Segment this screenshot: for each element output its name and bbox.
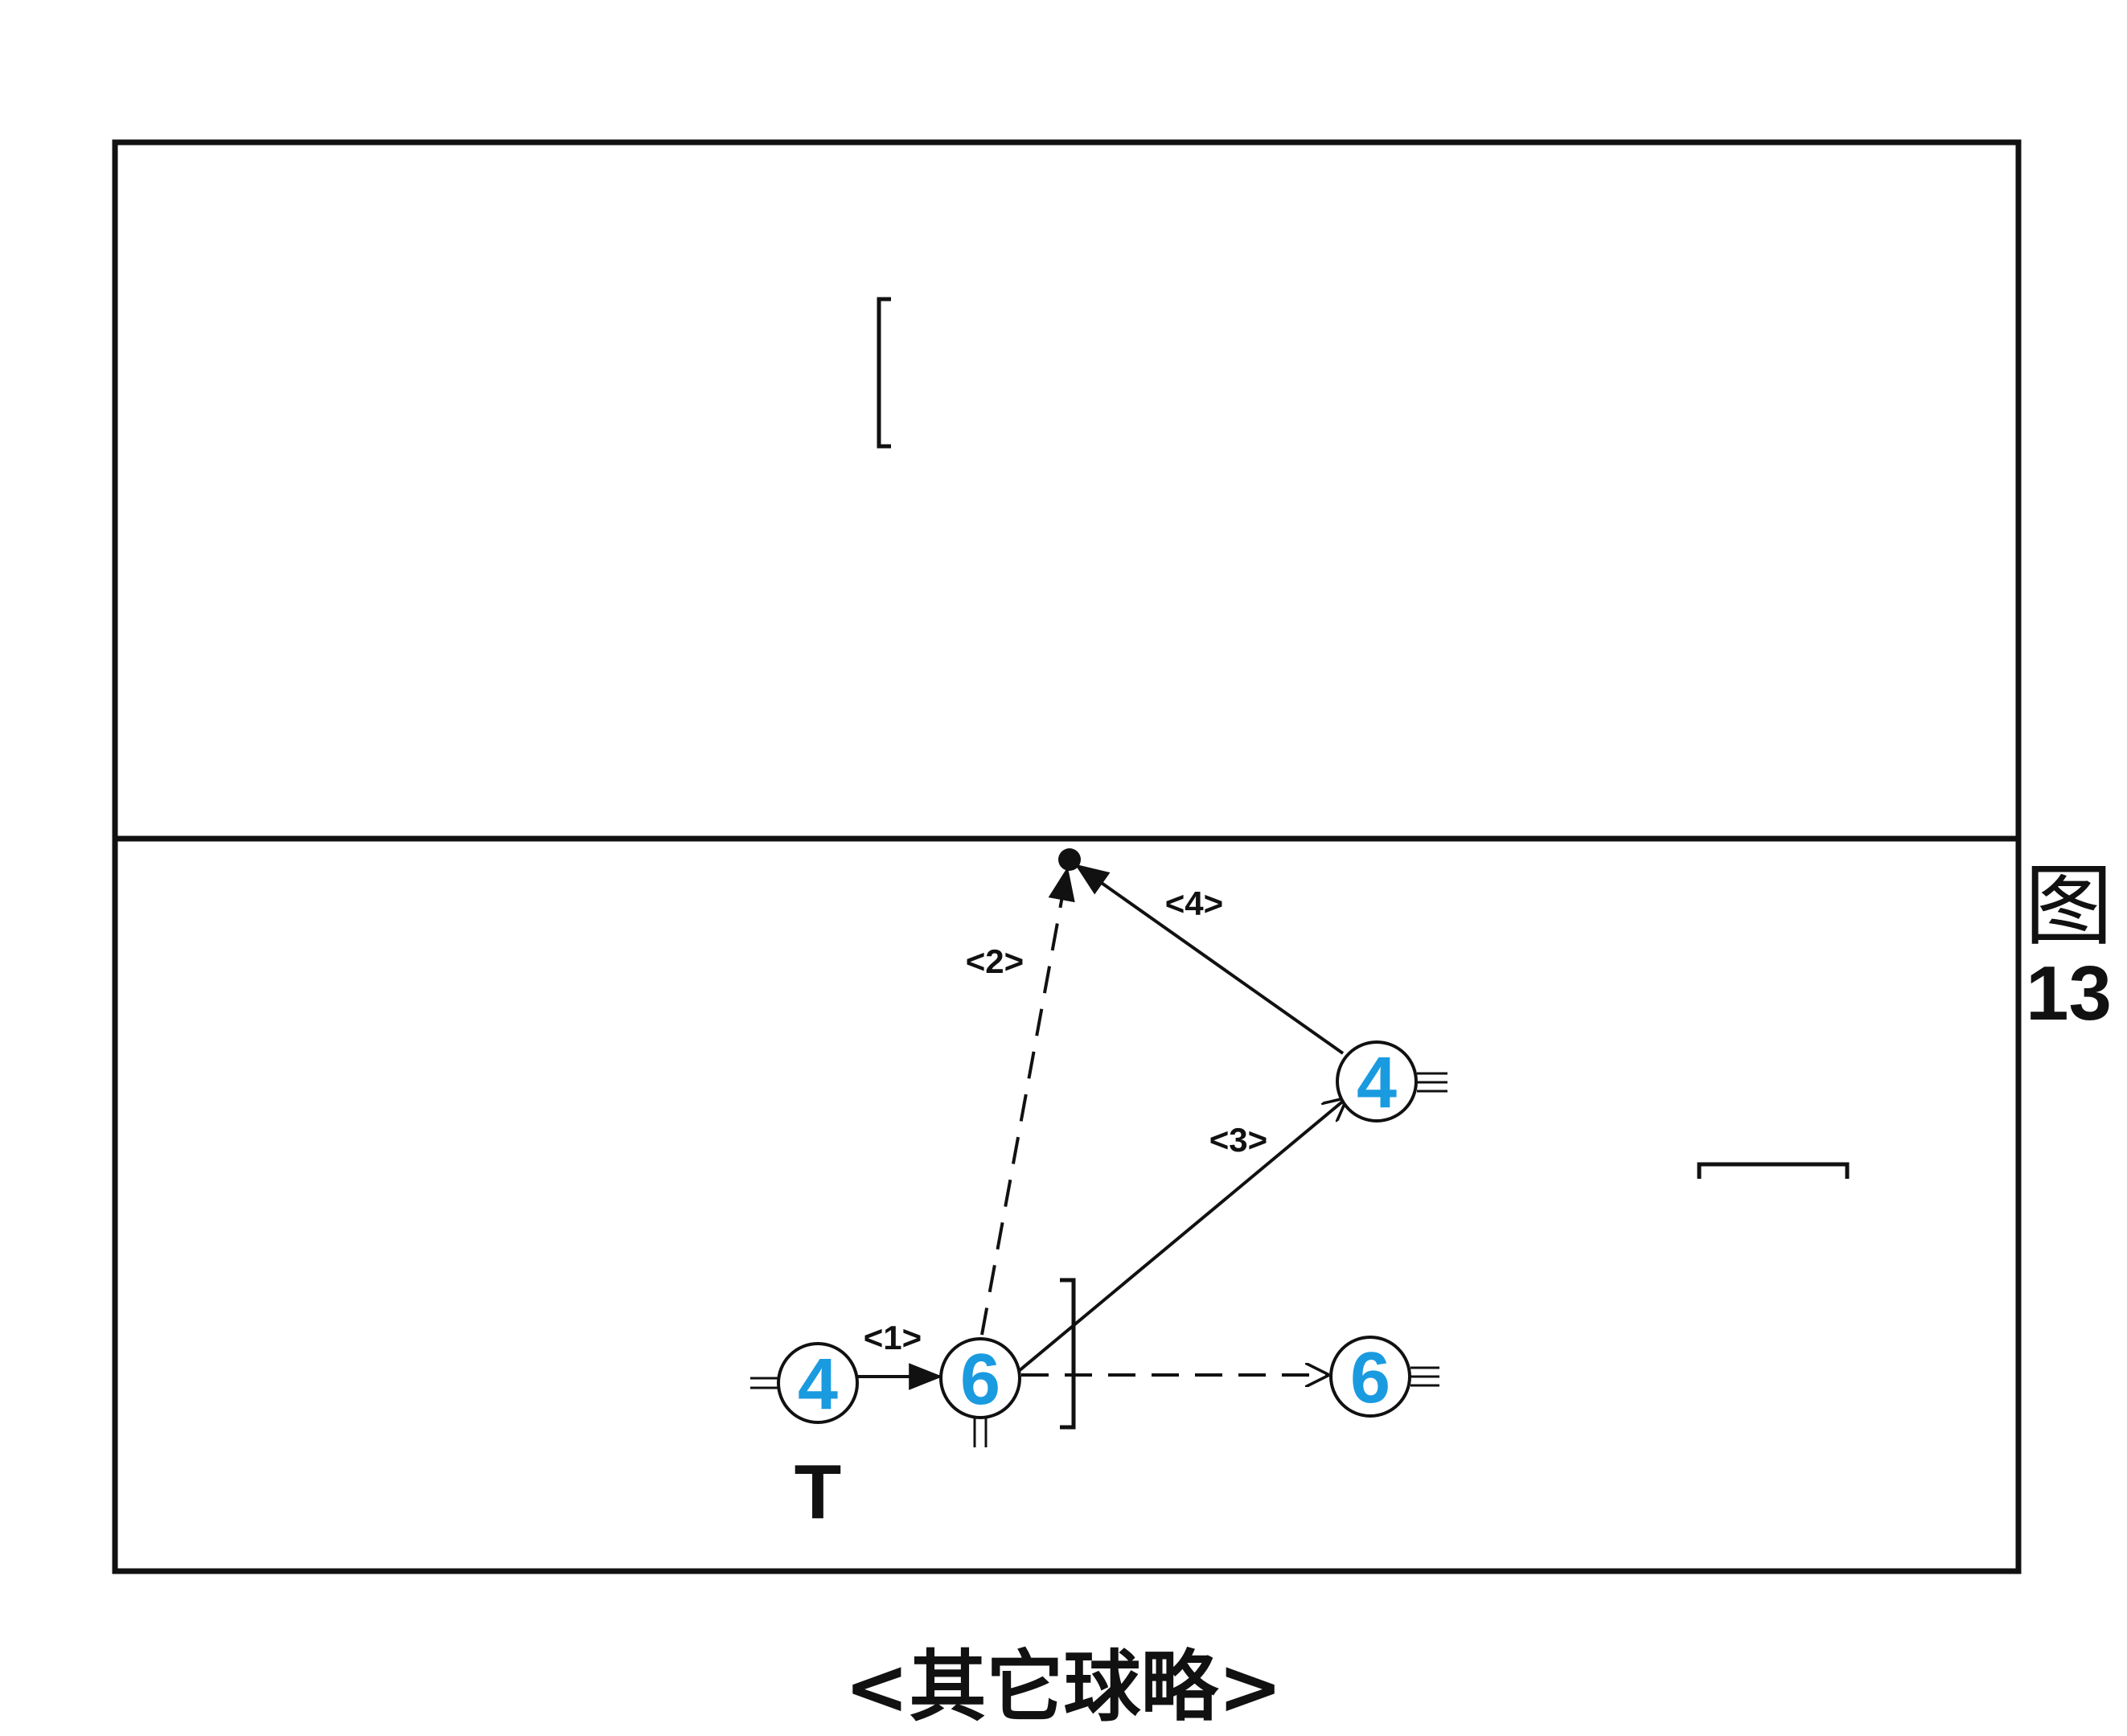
figure-number: 13 <box>2026 950 2112 1036</box>
court-boundary <box>112 139 2022 1574</box>
player-4-marker: T <box>795 1449 842 1535</box>
move-2 <box>980 866 1075 1336</box>
player-6-start-number: 6 <box>960 1340 1000 1420</box>
figure-char: 图 <box>2024 855 2113 958</box>
figure-label: 图 13 <box>2010 860 2127 1034</box>
player-6-start: 6 <box>939 1337 1021 1447</box>
player-4-end: 4 <box>1336 1040 1447 1123</box>
screen-bracket <box>1060 1278 1076 1430</box>
player-6-end: 6 <box>1329 1336 1439 1418</box>
move-3 <box>1017 1099 1345 1373</box>
player-6-end-number: 6 <box>1350 1338 1390 1418</box>
step-label-1: <1> <box>864 1319 922 1356</box>
step-label-3: <3> <box>1209 1121 1267 1159</box>
player-4-end-number: 4 <box>1357 1043 1397 1123</box>
step-label-4: <4> <box>1165 884 1223 922</box>
player-4-start: 4 T <box>750 1342 859 1535</box>
player-4-start-number: 4 <box>798 1344 838 1425</box>
diagram-caption: <其它球略> <box>844 1642 1283 1732</box>
step-label-2: <2> <box>966 942 1024 980</box>
right-goal <box>1697 1162 1850 1179</box>
move-4 <box>1074 864 1345 1055</box>
ball <box>1058 848 1081 871</box>
upper-goal <box>877 297 891 449</box>
